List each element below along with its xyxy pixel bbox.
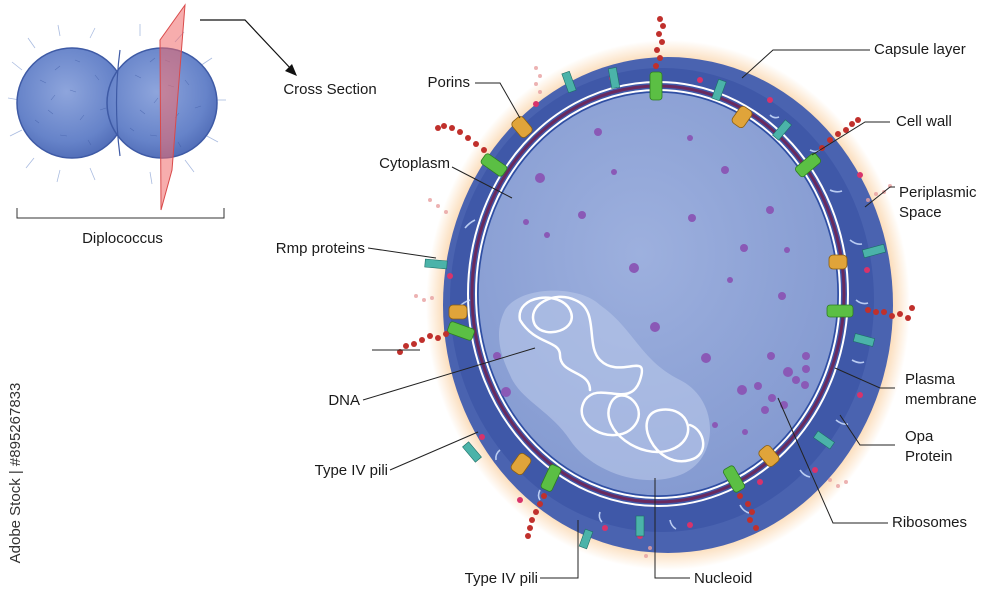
label-opa-protein-line2: Protein bbox=[905, 448, 953, 465]
chain-bottom-right bbox=[737, 493, 759, 531]
cross-section-arrow bbox=[200, 19, 297, 76]
opa-proteins bbox=[447, 71, 854, 493]
label-opa-protein-line1: Opa bbox=[905, 428, 934, 445]
chain-right bbox=[865, 305, 915, 321]
periplasm-hooks bbox=[459, 114, 869, 530]
diplococcus-illustration bbox=[7, 3, 226, 211]
coccus-seam bbox=[115, 49, 121, 157]
chain-upper-left bbox=[435, 123, 487, 153]
label-capsule-layer: Capsule layer bbox=[874, 41, 966, 58]
nucleoid-region bbox=[498, 290, 710, 481]
diplococcus-bracket bbox=[16, 208, 225, 219]
chain-top bbox=[653, 16, 666, 69]
label-periplasmic-space-line1: Periplasmic bbox=[899, 184, 977, 201]
label-type-iv-pili-left: Type IV pili bbox=[314, 462, 388, 479]
dna-strand bbox=[518, 295, 705, 463]
label-ribosomes: Ribosomes bbox=[892, 514, 968, 531]
leader-lines bbox=[362, 49, 895, 579]
label-plasma-membrane-line1: Plasma bbox=[905, 371, 956, 388]
porins bbox=[448, 105, 848, 476]
label-rmp-proteins: Rmp proteins bbox=[275, 240, 365, 257]
chain-left bbox=[397, 331, 449, 355]
diplococcus-label: Diplococcus bbox=[82, 230, 163, 247]
label-periplasmic-space-line2: Space bbox=[899, 204, 942, 221]
rmp-proteins bbox=[424, 67, 887, 550]
label-type-iv-pili-bottom: Type IV pili bbox=[464, 570, 538, 587]
stock-watermark: Adobe Stock | #895267833 bbox=[7, 382, 24, 564]
label-plasma-membrane-line2: membrane bbox=[905, 391, 977, 408]
chain-bottom-left bbox=[525, 493, 547, 539]
surface-chains-faded bbox=[414, 66, 892, 558]
label-dna: DNA bbox=[328, 392, 360, 409]
ribosomes bbox=[493, 128, 810, 435]
label-nucleoid: Nucleoid bbox=[694, 570, 753, 587]
section-plane bbox=[159, 3, 186, 211]
cross-section-title: Cross Section bbox=[283, 81, 377, 98]
lipo-chains bbox=[397, 16, 915, 539]
label-porins: Porins bbox=[427, 74, 470, 91]
label-cytoplasm: Cytoplasm bbox=[379, 155, 450, 172]
label-cell-wall: Cell wall bbox=[896, 113, 952, 130]
cell-cross-section bbox=[397, 16, 915, 570]
